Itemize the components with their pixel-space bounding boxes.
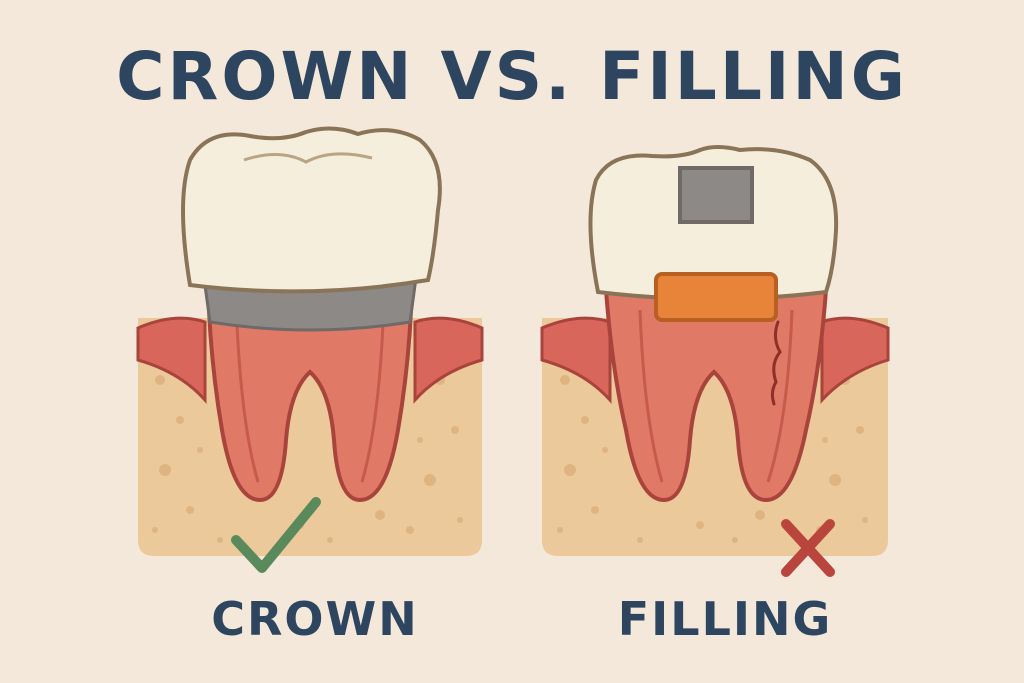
filling-gum (540, 316, 890, 404)
crown-bone-pores (152, 375, 463, 543)
crown-label: CROWN (211, 592, 419, 646)
filling-label: FILLING (617, 592, 833, 646)
metal-filling (678, 166, 754, 224)
crown-gum (136, 316, 484, 404)
crown-cap (181, 126, 442, 294)
page-title: CROWN VS. FILLING (116, 38, 908, 115)
filling-panel (540, 145, 890, 577)
crack-line (770, 320, 782, 406)
crown-panel (136, 126, 484, 573)
check-icon (231, 497, 321, 573)
filling-tooth-root (603, 288, 829, 503)
filling-root-canal (638, 309, 794, 483)
cross-icon (781, 519, 835, 577)
filling-bone-pores (557, 375, 868, 543)
composite-filling (654, 272, 778, 322)
crown-root-canal (234, 299, 386, 483)
crown-cap-groove (243, 152, 373, 164)
crown-root (205, 283, 415, 503)
